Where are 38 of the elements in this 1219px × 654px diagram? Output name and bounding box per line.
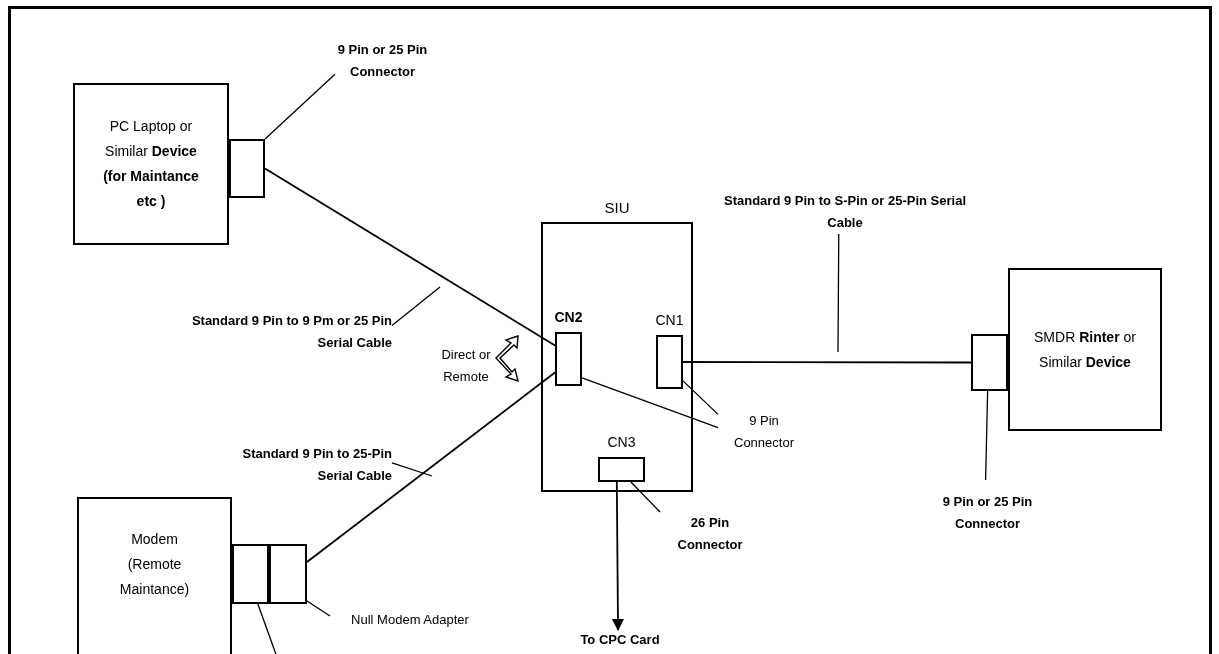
connector-label: 9 Pin or 25 Pin Connector: [335, 28, 430, 94]
leader-line: [581, 377, 719, 429]
unit-label: CN3: [607, 433, 636, 452]
cable-label: Standard 9 Pin to 25-Pin Serial Cable: [210, 443, 392, 487]
device-box: [73, 83, 229, 245]
unit-label: CN2: [554, 308, 583, 327]
connector-label: 9 Pin Connector: [718, 410, 810, 454]
connector-label: 9 Pin or 25 Pin Connector: [940, 480, 1035, 546]
cable-line: [682, 361, 972, 364]
leader-line: [391, 286, 441, 327]
leader-line: [682, 380, 719, 416]
connector-plug: [971, 334, 1008, 391]
leader-line: [264, 73, 336, 140]
cable-line: [306, 371, 556, 563]
null-modem-adapter: [269, 544, 307, 604]
device-label: PC Laptop or Similar Device (for Maintance etc ): [102, 117, 200, 211]
destination-label: To CPC Card: [550, 630, 690, 650]
adapter-label: Null Modem Adapter: [330, 610, 490, 630]
cable-line: [264, 167, 556, 347]
connector-plug: [229, 139, 265, 198]
device-box: [1008, 268, 1162, 431]
device-label: SMDR Rinter or Similar Device: [1034, 327, 1136, 372]
arrow: [611, 481, 624, 631]
leader-line: [984, 390, 989, 481]
leader-line: [257, 603, 279, 654]
modem-box: [77, 497, 232, 654]
connection-mode-label: Direct or Remote: [440, 333, 492, 399]
device-label: Modem (Remote Maintance): [118, 530, 191, 599]
leader-line: [837, 233, 840, 353]
connector-plug: [232, 544, 269, 604]
cable-label: Standard 9 Pin to 9 Pm or 25 Pin Serial Cable: [180, 310, 392, 354]
leader-line: [306, 600, 331, 617]
unit-label: SIU: [604, 198, 630, 218]
leader-line: [630, 481, 661, 513]
connector-label: 26 Pin Connector: [660, 512, 760, 556]
cable-label: Standard 9 Pin to S-Pin or 25-Pin Serial Cable: [715, 190, 975, 234]
leader-line: [391, 462, 433, 477]
unit-label: CN1: [655, 311, 684, 330]
